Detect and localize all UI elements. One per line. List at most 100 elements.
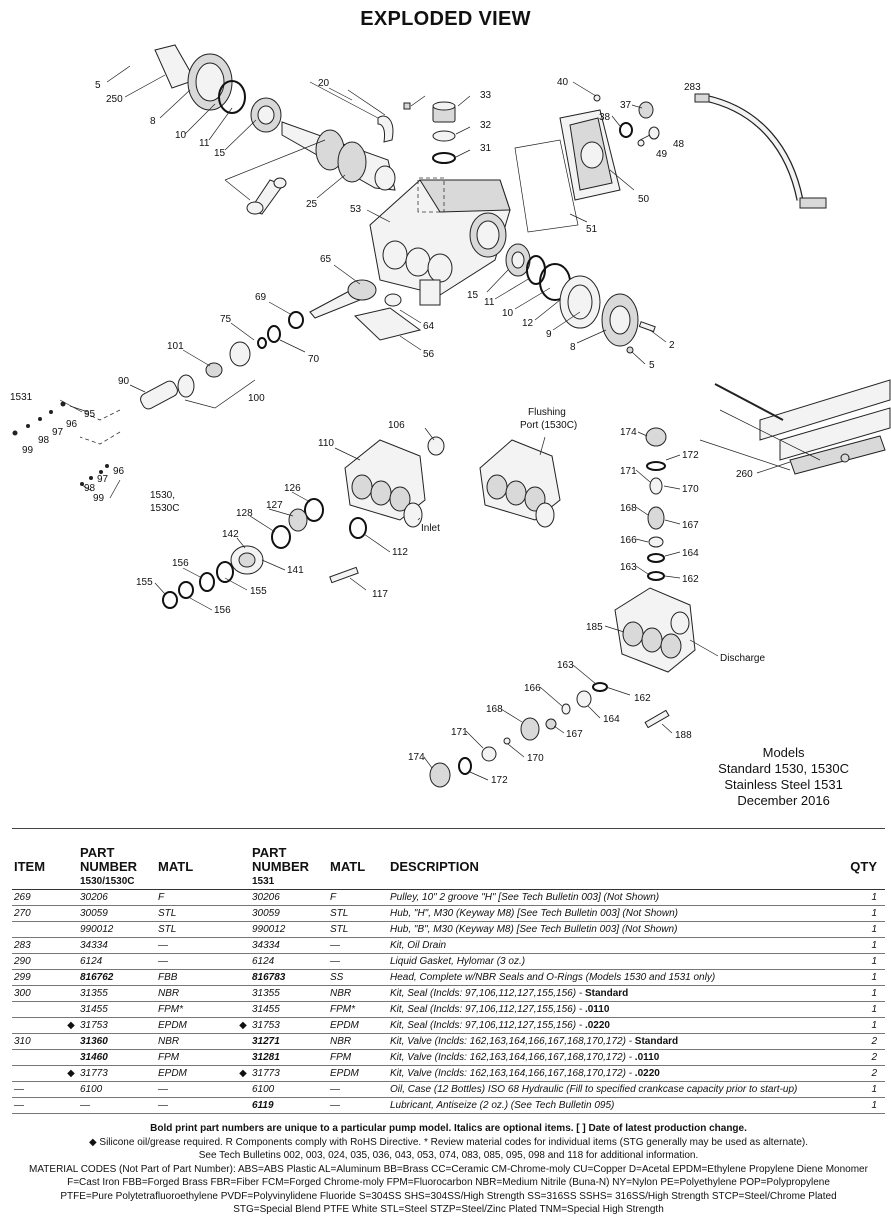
- cell-item: [12, 1001, 64, 1018]
- models-stainless: Stainless Steel 1531: [724, 777, 843, 792]
- cell-description: Kit, Valve (Inclds: 162,163,164,166,167,…: [388, 1065, 845, 1082]
- cell-matl-2: —: [328, 1081, 388, 1098]
- oil-filler-cap: [432, 101, 456, 164]
- callout: 97: [52, 427, 64, 438]
- callout: 99: [93, 493, 105, 504]
- cell-diamond-1: [64, 1001, 78, 1018]
- cell-matl-1: EPDM: [156, 1017, 236, 1034]
- callout: 100: [248, 393, 265, 404]
- oil-drain-hose: [694, 93, 827, 209]
- cell-matl-1: NBR: [156, 985, 236, 1002]
- cell-diamond-2: [236, 1081, 250, 1098]
- models-standard: Standard 1530, 1530C: [718, 761, 849, 776]
- cell-matl-2: EPDM: [328, 1065, 388, 1082]
- callout: 33: [480, 90, 492, 101]
- cell-part-number-2: 31455: [250, 1001, 328, 1018]
- callout: 31: [480, 143, 492, 154]
- callout: 163: [620, 562, 637, 573]
- cell-part-number-1: 816762: [78, 969, 156, 986]
- cell-diamond-2: [236, 1097, 250, 1114]
- callout: 96: [113, 466, 125, 477]
- callout: 168: [620, 503, 637, 514]
- note-material-codes-3: PTFE=Pure Polytetrafluoroethylene PVDF=P…: [60, 1190, 837, 1202]
- callout: 172: [491, 775, 508, 786]
- cell-part-number-1: 31753: [78, 1017, 156, 1034]
- callout-leaders: [59, 65, 791, 781]
- callout: 10: [175, 130, 187, 141]
- cell-description: Kit, Valve (Inclds: 162,163,164,166,167,…: [388, 1033, 845, 1050]
- seal-retainer: [140, 341, 251, 410]
- cell-part-number-2: 30206: [250, 889, 328, 906]
- table-row: —6100—6100—Oil, Case (12 Bottles) ISO 68…: [12, 1081, 885, 1098]
- footnotes: Bold print part numbers are unique to a …: [12, 1122, 885, 1217]
- callout: 97: [97, 474, 109, 485]
- callout: 126: [284, 483, 301, 494]
- callout: 174: [620, 427, 637, 438]
- cell-item: [12, 921, 64, 938]
- callout: 167: [566, 729, 583, 740]
- cell-item: [12, 1065, 64, 1082]
- cell-item: 283: [12, 937, 64, 954]
- plunger-rod: [309, 279, 402, 319]
- callout: 1530,: [150, 490, 175, 501]
- cell-part-number-1: 6124: [78, 953, 156, 970]
- head-bolt: [329, 566, 359, 584]
- cell-qty: 1: [845, 985, 885, 1002]
- cell-diamond-1: [64, 1081, 78, 1098]
- cell-item: 269: [12, 889, 64, 906]
- callout: 56: [423, 349, 435, 360]
- cell-description: Lubricant, Antiseize (2 oz.) (See Tech B…: [388, 1097, 845, 1114]
- cell-part-number-2: 31271: [250, 1033, 328, 1050]
- callout: 101: [167, 341, 184, 352]
- cell-matl-1: NBR: [156, 1033, 236, 1050]
- header-description: DESCRIPTION: [390, 859, 479, 874]
- callout: 1531: [10, 392, 33, 403]
- right-bearing-stack: [505, 243, 656, 354]
- discharge-manifold: [614, 587, 696, 673]
- cell-qty: 1: [845, 969, 885, 986]
- callout: 75: [220, 314, 232, 325]
- cell-matl-1: F: [156, 889, 236, 906]
- cell-part-number-1: 30206: [78, 889, 156, 906]
- callout: 283: [684, 82, 701, 93]
- callout: 96: [66, 419, 78, 430]
- cell-item: 270: [12, 905, 64, 922]
- callout: 164: [682, 548, 699, 559]
- cell-part-number-2: 30059: [250, 905, 328, 922]
- callout: 25: [306, 199, 318, 210]
- subheader-1530: 1530/1530C: [78, 874, 156, 890]
- cell-description: Head, Complete w/NBR Seals and O-Rings (…: [388, 969, 845, 986]
- cell-diamond-1: [64, 1033, 78, 1050]
- callout: 162: [682, 574, 699, 585]
- callout: 38: [599, 112, 611, 123]
- callout: 127: [266, 500, 283, 511]
- cell-diamond-1: [64, 1097, 78, 1114]
- cell-matl-2: STL: [328, 921, 388, 938]
- table-subheader: 1530/1530C 1531: [12, 874, 885, 890]
- cell-matl-2: —: [328, 953, 388, 970]
- oil-pan: [353, 307, 422, 341]
- callout: 2: [669, 340, 675, 351]
- callout: 170: [682, 484, 699, 495]
- cell-matl-1: FBB: [156, 969, 236, 986]
- cell-part-number-1: 31455: [78, 1001, 156, 1018]
- callout: 37: [620, 100, 632, 111]
- oil-seal: [288, 311, 304, 329]
- cell-part-number-2: 990012: [250, 921, 328, 938]
- bearing-cover-left: [154, 44, 282, 133]
- cell-diamond-1: [64, 969, 78, 986]
- cell-part-number-1: 31355: [78, 985, 156, 1002]
- cell-part-number-2: 31773: [250, 1065, 328, 1082]
- cell-matl-1: —: [156, 953, 236, 970]
- callout: 12: [522, 318, 534, 329]
- table-row: ———6119—Lubricant, Antiseize (2 oz.) (Se…: [12, 1097, 885, 1114]
- callout: 70: [308, 354, 320, 365]
- cell-qty: 1: [845, 1081, 885, 1098]
- callout: 32: [480, 120, 492, 131]
